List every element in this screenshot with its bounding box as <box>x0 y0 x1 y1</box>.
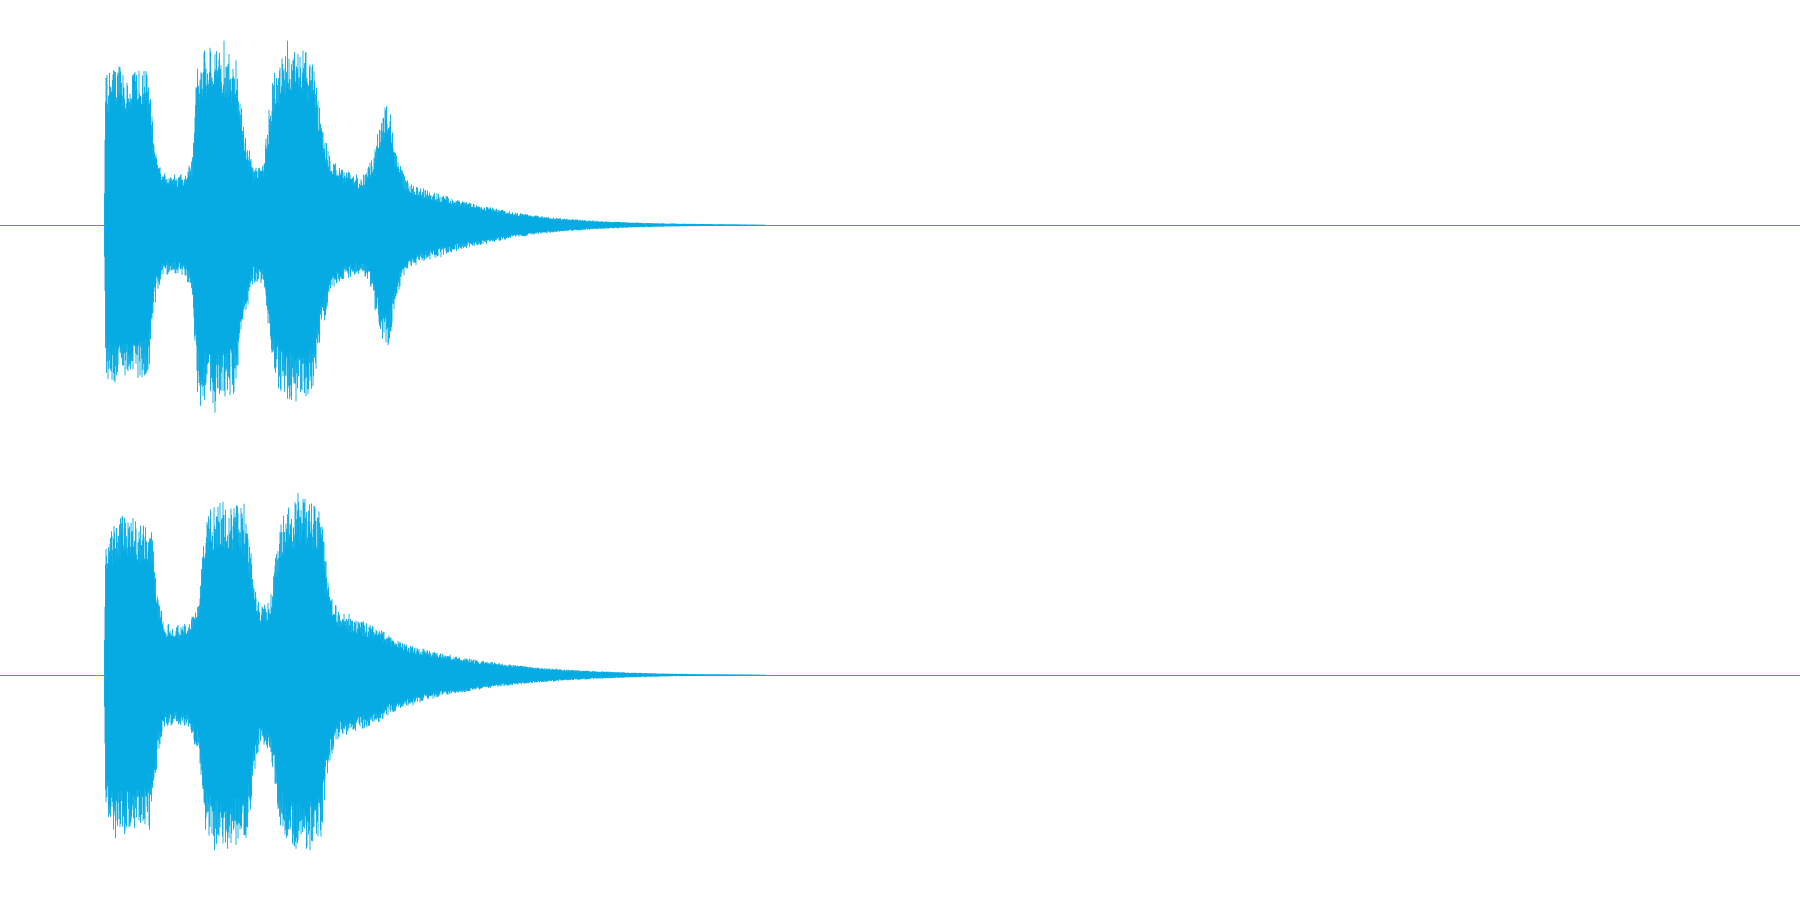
waveform-channel-1-plot <box>0 40 1800 413</box>
waveform-signal <box>104 493 766 851</box>
waveform-channel-1 <box>0 40 1800 413</box>
waveform-channel-2-plot <box>0 450 1800 900</box>
waveform-channel-2 <box>0 450 1800 900</box>
waveform-signal <box>104 40 766 413</box>
